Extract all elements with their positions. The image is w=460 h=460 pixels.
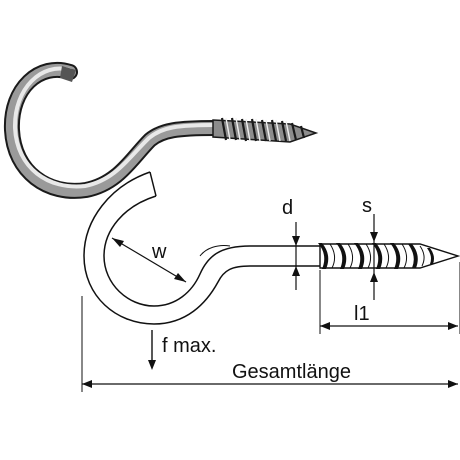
label-l1: l1 (354, 303, 370, 325)
label-d: d (282, 197, 293, 219)
label-f-max: f max. (162, 335, 216, 357)
label-w: w (151, 241, 167, 263)
l1-dimension (319, 262, 460, 334)
label-s: s (362, 195, 372, 217)
hook-drawing (83, 171, 320, 325)
hook-drawing-thread (318, 243, 460, 269)
hook-photo (3, 61, 319, 199)
label-gesamtlaenge: Gesamtlänge (232, 361, 351, 383)
f-max-arrow (148, 330, 156, 370)
w-dimension (111, 237, 187, 283)
s-dimension (370, 214, 378, 300)
total-length-dimension (81, 296, 458, 392)
hook-photo-thread (212, 117, 319, 143)
d-dimension (286, 222, 308, 290)
